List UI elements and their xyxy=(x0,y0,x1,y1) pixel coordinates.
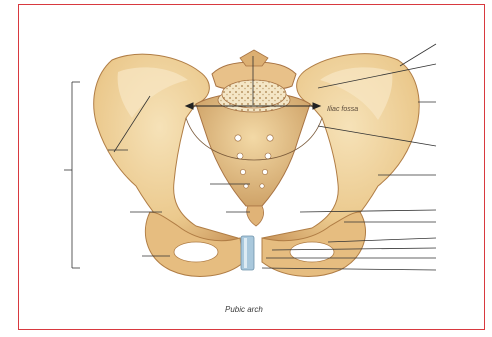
leader-line xyxy=(400,44,436,66)
left-obturator-foramen xyxy=(174,242,218,262)
left-bracket xyxy=(64,82,80,268)
iliac-fossa-label: Iliac fossa xyxy=(327,106,358,113)
right-obturator-foramen xyxy=(290,242,334,262)
caption-pubic-arch: Pubic arch xyxy=(225,305,263,314)
leader-line xyxy=(300,210,436,212)
vertebral-body xyxy=(222,80,286,108)
coccyx xyxy=(247,206,264,226)
lumbar-vertebra xyxy=(212,50,296,108)
pubic-symphysis xyxy=(241,236,254,270)
sacrum xyxy=(196,88,310,226)
